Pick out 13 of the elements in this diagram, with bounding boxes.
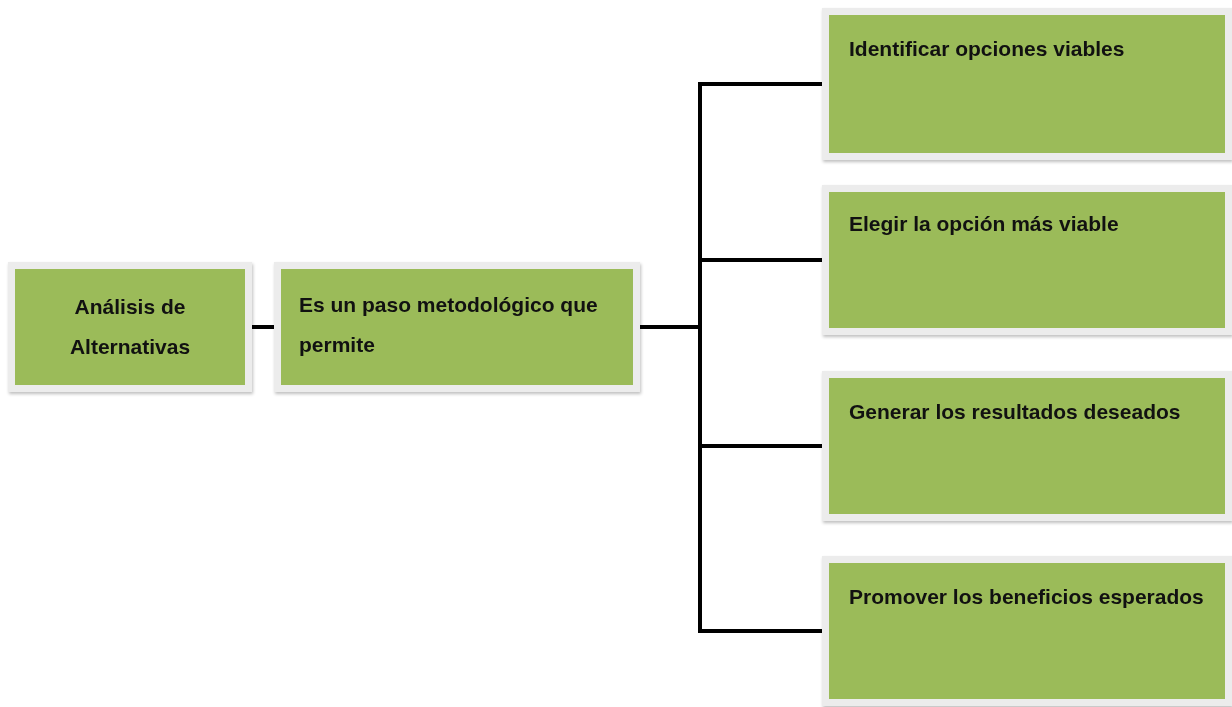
box-text: Identificar opciones viables — [849, 36, 1125, 62]
box-text: Es un paso metodológico que permite — [299, 292, 599, 358]
process-box — [274, 262, 640, 392]
box-text: Análisis de Alternativas — [68, 294, 192, 360]
process-box — [822, 185, 1232, 335]
process-box — [822, 8, 1232, 160]
box-text: Generar los resultados deseados — [849, 399, 1181, 425]
process-box — [8, 262, 252, 392]
box-text: Promover los beneficios esperados — [849, 584, 1204, 610]
process-box — [822, 556, 1232, 706]
connector-line — [252, 325, 274, 329]
box-text: Elegir la opción más viable — [849, 211, 1119, 237]
process-box — [822, 371, 1232, 521]
